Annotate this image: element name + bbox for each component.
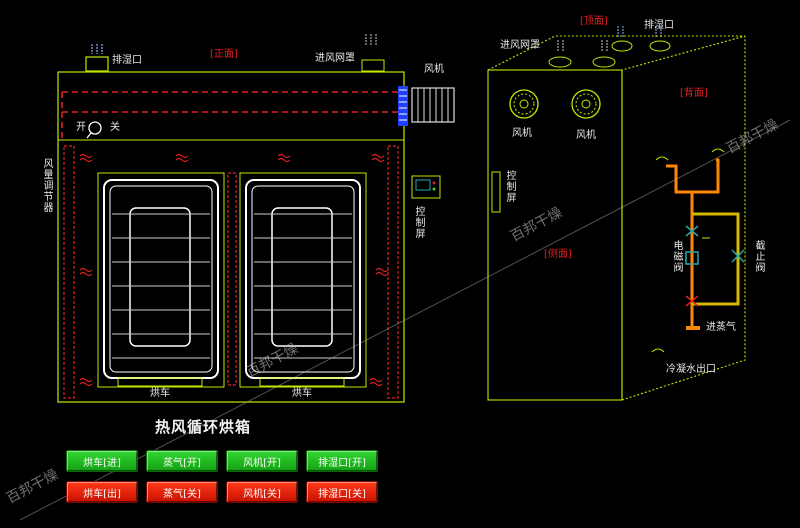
front-control-screen-label: 控制屏 [413,206,424,239]
heat-symbols [79,153,389,387]
oven-cabinet [57,71,405,403]
intake-hood-icon [361,34,385,72]
damper-switch-icon[interactable] [86,121,102,139]
fan-off-button[interactable]: 风机[关] [226,481,298,503]
exhaust-port-icon [85,44,109,72]
back-view-tag: [背面] [680,88,708,99]
solenoid-valve-label: 电磁阀 [671,240,682,273]
side-cabinet [487,35,746,401]
stop-valve-label: 截止阀 [753,240,764,273]
side-control-screen-label: 控制屏 [504,170,515,203]
front-view-tag: [正面] [210,49,238,60]
side-exhaust-label: 排湿口 [644,20,674,31]
side-intake-label: 进风网罩 [500,40,540,51]
cart-out-button[interactable]: 烘车[出] [66,481,138,503]
damper-label: 风量调节器 [41,158,52,213]
top-view-tag: [顶面] [580,16,608,27]
steam-pipe [666,158,740,330]
side-view-tag: [侧面] [544,249,572,260]
side-fan1-label: 风机 [512,128,532,139]
front-view [57,34,455,403]
valve-icons [685,225,745,307]
drying-cart-left [97,172,225,388]
switch-open-label[interactable]: 开 [76,122,86,133]
drying-cart-right [239,172,367,388]
cart-right-label: 烘车 [292,388,312,399]
side-control-screen-icon[interactable] [491,171,501,213]
exhaust-close-button[interactable]: 排湿口[关] [306,481,378,503]
valve-handles [651,148,725,353]
intake-hood-label: 进风网罩 [315,53,355,64]
center-heater [227,172,237,386]
cart-left-label: 烘车 [150,388,170,399]
front-control-screen-icon[interactable] [411,175,441,199]
switch-close-label[interactable]: 关 [110,122,120,133]
cart-in-button[interactable]: 烘车[进] [66,450,138,472]
fan-label: 风机 [424,64,444,75]
steam-off-button[interactable]: 蒸气[关] [146,481,218,503]
side-fan1-icon [509,89,539,119]
left-side-duct [63,145,75,399]
steam-on-button[interactable]: 蒸气[开] [146,450,218,472]
side-intake-hoods [548,26,671,68]
exhaust-open-button[interactable]: 排湿口[开] [306,450,378,472]
right-side-duct [387,145,399,399]
condensate-out-label: 冷凝水出口 [666,364,716,375]
panel-title: 热风循环烘箱 [155,418,252,436]
steam-in-label: 进蒸气 [706,322,736,333]
fan-on-button[interactable]: 风机[开] [226,450,298,472]
exhaust-port-label: 排湿口 [112,55,142,66]
side-fan2-icon [571,89,601,119]
front-fan-icon [398,86,455,126]
side-view [487,26,746,401]
side-fan2-label: 风机 [576,130,596,141]
